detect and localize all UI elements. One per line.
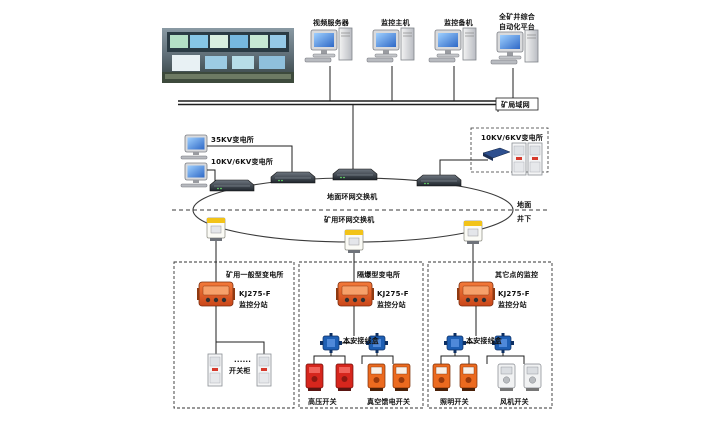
- zone1-monitor-station-icon: [196, 281, 236, 307]
- video-server-label: 视频服务器: [313, 19, 349, 27]
- zone3-station-line2: 监控分站: [498, 301, 527, 309]
- mine-lan-box: [495, 97, 539, 111]
- zone1-cabinet-1-icon: [207, 353, 223, 387]
- platform-label-line1: 全矿井综合: [499, 13, 535, 21]
- mine-lan-label: 矿局域网: [501, 101, 530, 109]
- hv-switch-2-icon: [335, 363, 354, 392]
- vacuum-switch-1-icon: [367, 363, 386, 392]
- zone2-station-line2: 监控分站: [377, 301, 406, 309]
- light-switch-1-icon: [432, 363, 451, 392]
- control-room-photo: [162, 28, 294, 83]
- mine-switch-left-icon: [206, 217, 226, 242]
- right-cabinet-2-icon: [527, 142, 543, 176]
- zone2-junction-label: 本安接线盒: [343, 337, 379, 345]
- zone1-cabinet-2-icon: [256, 353, 272, 387]
- surface-ring-switch-label: 地面环网交换机: [327, 193, 378, 201]
- zone1-cables: [215, 306, 265, 354]
- zone3-fan-label: 风机开关: [500, 398, 529, 406]
- surface-label: 地面: [517, 201, 532, 209]
- monitor-backup-label: 监控备机: [444, 19, 473, 27]
- zone3-cables: [440, 306, 525, 364]
- zone1-station-line2: 监控分站: [239, 301, 268, 309]
- platform-label-line2: 自动化平台: [499, 23, 535, 31]
- monitor-backup-computer-icon: [428, 27, 477, 63]
- station-drop-cables: [215, 241, 474, 282]
- zone3-light-label: 照明开关: [440, 398, 469, 406]
- zone1-title: 矿用一般型变电所: [226, 271, 284, 279]
- zone3-junction-label: 本安接线盒: [466, 337, 502, 345]
- sub-10kv-computer-icon: [180, 162, 208, 188]
- video-server-computer-icon: [304, 27, 353, 63]
- ring-switch-left-icon: [209, 179, 255, 192]
- zone2-hv-label: 高压开关: [308, 398, 337, 406]
- surface-ring-switch-icon: [332, 168, 378, 181]
- zone2-title: 隔爆型变电所: [357, 271, 401, 279]
- hv-switch-1-icon: [305, 363, 324, 392]
- zone3-junction-left-icon: [443, 332, 467, 354]
- zone2-monitor-station-icon: [335, 281, 375, 307]
- zone3-title: 其它点的监控: [495, 271, 539, 279]
- zone2-junction-left-icon: [319, 332, 343, 354]
- right-cabinet-1-icon: [511, 142, 527, 176]
- zone2-station-line1: KJ275-F: [377, 290, 409, 298]
- sub-10kv-label: 10KV/6KV变电所: [211, 158, 274, 166]
- light-switch-2-icon: [459, 363, 478, 392]
- right-substation-cable: [439, 159, 488, 175]
- zone-boxes: [173, 261, 553, 409]
- zone1-cabinet-label: 开关柜: [229, 367, 251, 375]
- fan-switch-2-icon: [523, 363, 542, 392]
- zone3-monitor-station-icon: [456, 281, 496, 307]
- ring-switch-right-icon: [416, 174, 462, 187]
- monitor-main-label: 监控主机: [381, 19, 410, 27]
- sub-35kv-label: 35KV变电所: [211, 136, 254, 144]
- zone1-dots: ......: [234, 356, 252, 364]
- mine-switch-right-icon: [463, 220, 483, 245]
- fan-switch-1-icon: [497, 363, 516, 392]
- mine-ring-switch-label: 矿用环网交换机: [324, 216, 375, 224]
- mine-lan-bus: [178, 100, 498, 106]
- zone1-station-line1: KJ275-F: [239, 290, 271, 298]
- mine-ring-switch-icon: [344, 229, 364, 254]
- platform-computer-icon: [490, 29, 539, 65]
- sub-35kv-computer-icon: [180, 134, 208, 160]
- vacuum-switch-2-icon: [392, 363, 411, 392]
- zone3-station-line1: KJ275-F: [498, 290, 530, 298]
- zone2-cables: [313, 306, 394, 364]
- monitor-main-computer-icon: [366, 27, 415, 63]
- zone2-vacuum-label: 真空馈电开关: [367, 398, 411, 406]
- sub-10kv-right-label: 10KV/6KV变电所: [481, 134, 544, 142]
- underground-label: 井下: [517, 215, 532, 223]
- substation-cables: [207, 145, 293, 182]
- ring-switch-mid-left-icon: [270, 171, 316, 184]
- laptop-icon: [482, 147, 511, 161]
